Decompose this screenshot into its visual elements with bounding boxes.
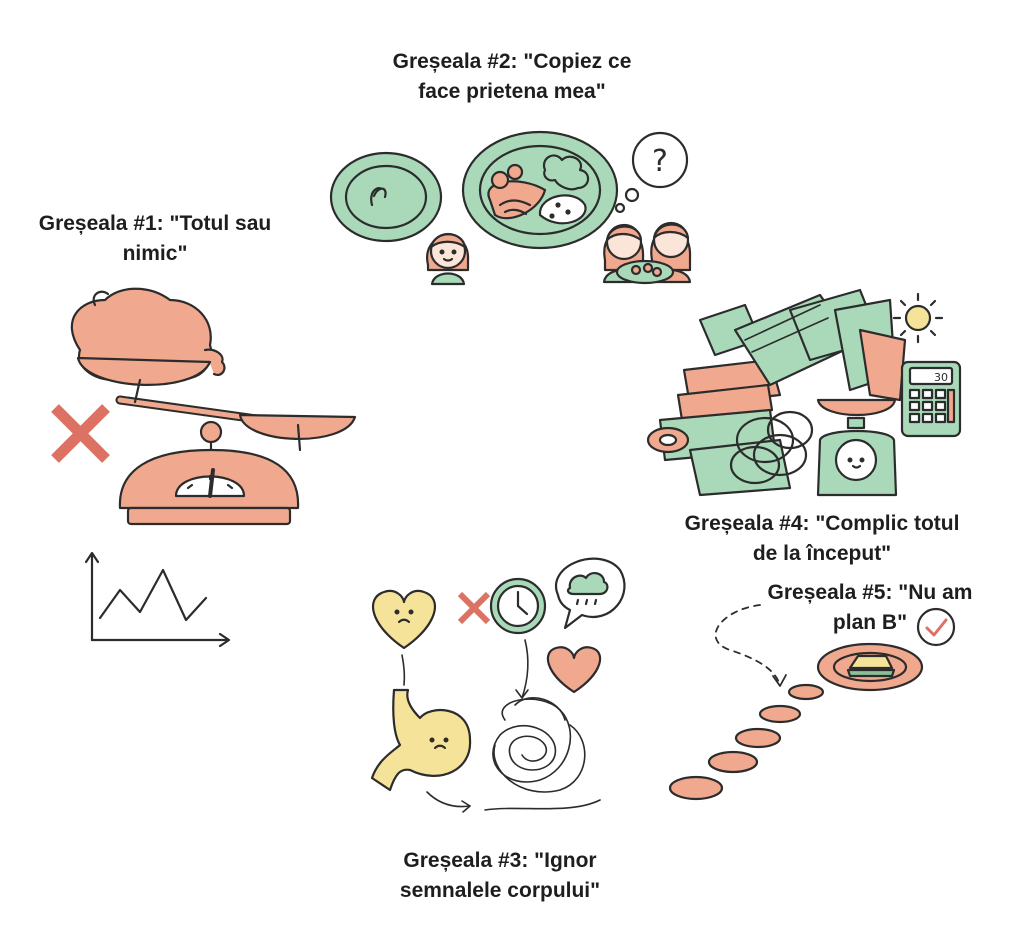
connector-arrows — [401, 639, 529, 813]
mistake-3-label: Greșeala #3: "Ignor semnalele corpului" — [399, 849, 601, 902]
scale-with-chicken-illustration — [70, 287, 357, 526]
mistake-2-label: Greșeala #2: "Copiez ce face prietena me… — [392, 50, 632, 103]
cloud-speech-bubble-icon — [555, 557, 626, 630]
stepping-stones-icon — [668, 683, 825, 801]
red-cross-small-icon — [457, 591, 491, 625]
mistake-1-label: Greșeala #1: "Totul sau nimic" — [38, 212, 272, 265]
calculator-display-text: 30 — [934, 371, 948, 384]
mistake-4-label: Greșeala #4: "Complic totul de la începu… — [684, 512, 960, 565]
plates-and-friends-illustration — [329, 130, 692, 286]
body-signals-illustration — [370, 557, 626, 813]
tangled-loops-icon — [729, 410, 814, 485]
big-plate-icon — [461, 130, 619, 250]
sad-stomach-icon — [370, 688, 472, 792]
peach-heart-icon — [546, 646, 602, 694]
mistake-5-label: Greșeala #5: "Nu am plan B" — [767, 581, 973, 634]
sandwich-plate-icon — [816, 642, 924, 692]
small-plate-icon — [329, 151, 443, 243]
yo-yo-graph-icon — [84, 551, 231, 648]
dashed-path-arrow — [714, 604, 787, 687]
red-cross-icon — [51, 404, 110, 463]
two-friends-avatar-icon — [602, 221, 692, 285]
tape-roll-icon — [646, 426, 690, 454]
sun-icon — [892, 292, 944, 344]
clock-icon — [489, 577, 547, 635]
plan-b-steps-illustration — [668, 604, 956, 801]
kitchen-scale-icon — [816, 398, 898, 497]
sad-heart-icon — [371, 589, 437, 650]
question-mark-text: ? — [652, 144, 668, 179]
question-thought-bubble-icon — [614, 131, 689, 214]
tangled-thoughts-icon — [484, 696, 601, 811]
check-badge-icon — [916, 607, 956, 647]
calculator-icon — [900, 360, 962, 438]
complicated-pile-illustration — [646, 288, 962, 497]
girl-avatar-icon — [426, 232, 470, 286]
